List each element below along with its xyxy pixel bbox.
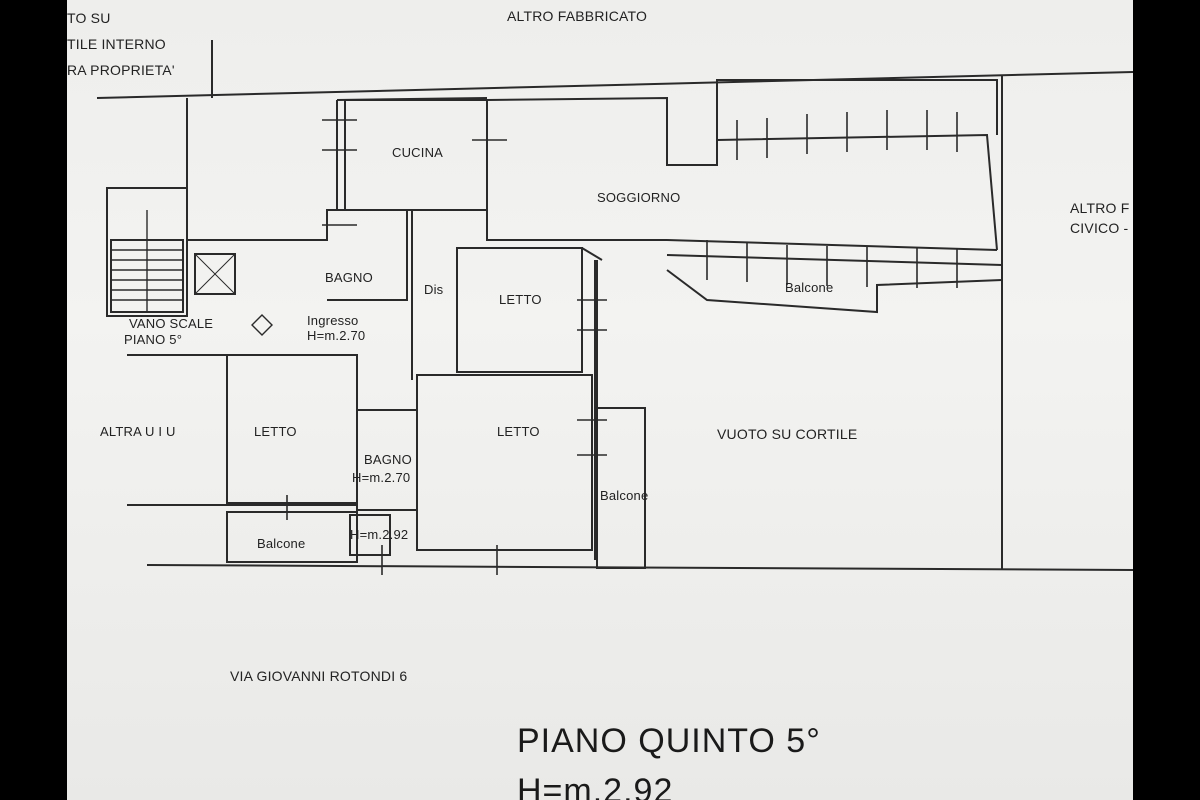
vuoto-cortile-label: VUOTO SU CORTILE: [717, 426, 858, 442]
courtyard-note-line-3: RA PROPRIETA': [67, 62, 175, 78]
letto-left-label: LETTO: [254, 424, 297, 439]
courtyard-note-line-2: TILE INTERNO: [67, 36, 166, 52]
letto-center-top-label: LETTO: [499, 292, 542, 307]
altra-uiu-label: ALTRA U I U: [100, 424, 176, 439]
altro-civico-line-2: CIVICO -: [1070, 220, 1129, 236]
street-label: VIA GIOVANNI ROTONDI 6: [230, 668, 408, 684]
letto-center-bottom-label: LETTO: [497, 424, 540, 439]
piano-5-label: PIANO 5°: [124, 332, 183, 347]
floor-plan-drawing: [96, 40, 1133, 575]
floor-height: H=m.2.92: [517, 772, 674, 800]
floor-title: PIANO QUINTO 5°: [517, 722, 821, 760]
balcone-right-label: Balcone: [785, 280, 834, 295]
balcone-center-label: Balcone: [600, 488, 649, 503]
bagno-top-label: BAGNO: [325, 270, 373, 285]
altro-fabbricato-label: ALTRO FABBRICATO: [507, 8, 648, 24]
courtyard-note-line-1: TO SU: [67, 10, 111, 26]
ingresso-label: Ingresso: [307, 313, 359, 328]
bagno-bottom-height-label: H=m.2.70: [352, 470, 411, 485]
cucina-label: CUCINA: [392, 145, 444, 160]
balcone-left-label: Balcone: [257, 536, 306, 551]
dis-label: Dis: [424, 282, 444, 297]
h-292-label: H=m.2.92: [350, 527, 409, 542]
soggiorno-label: SOGGIORNO: [597, 190, 681, 205]
ingresso-height-label: H=m.2.70: [307, 328, 366, 343]
vano-scale-label: VANO SCALE: [129, 316, 214, 331]
bagno-bottom-label: BAGNO: [364, 452, 412, 467]
floor-plan-sheet: TO SU TILE INTERNO RA PROPRIETA' ALTRO F…: [67, 0, 1133, 800]
altro-civico-line-1: ALTRO F: [1070, 200, 1130, 216]
